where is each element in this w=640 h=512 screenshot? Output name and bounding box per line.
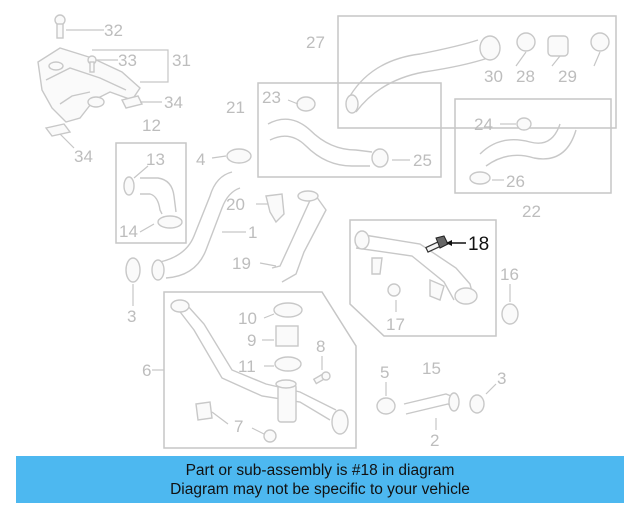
group-box-21 [257,82,442,178]
group-box-15 [349,219,497,337]
label-28: 28 [516,67,535,86]
bracket-assembly [37,14,144,137]
part-19-pipe [259,190,327,283]
part-4-clamp [226,148,252,164]
parts-diagram: 32 33 31 34 12 34 13 14 4 1 3 20 19 21 2… [37,14,617,450]
info-banner: Part or sub-assembly is #18 in diagram D… [16,456,624,503]
part-15-pipe [354,230,478,312]
label-18: 18 [468,234,489,255]
part-2-hose [403,393,457,415]
label-8: 8 [316,337,325,356]
label-20: 20 [226,195,245,214]
label-16: 16 [500,265,519,284]
label-27: 27 [306,33,325,52]
label-26: 26 [506,172,525,191]
label-3b: 3 [497,369,506,388]
label-23: 23 [262,88,281,107]
group-box-6 [163,291,357,449]
label-1: 1 [248,223,257,242]
part-3-ring-right [469,394,485,414]
label-3a: 3 [127,307,136,326]
label-5: 5 [380,363,389,382]
label-7: 7 [234,417,243,436]
label-29: 29 [558,67,577,86]
label-33: 33 [118,51,137,70]
part-20-bracket [265,193,285,224]
part-labels: 32 33 31 34 12 34 13 14 4 1 3 20 19 21 2… [74,21,577,450]
label-22: 22 [522,202,541,221]
group-box-27 [337,15,617,129]
label-25: 25 [413,151,432,170]
label-32: 32 [104,21,123,40]
label-13: 13 [146,150,165,169]
label-31: 31 [172,51,191,70]
part-13-14 [123,165,183,233]
part-8-bolt [312,356,331,385]
part-6-pipe [152,299,349,443]
label-30: 30 [484,67,503,86]
label-17: 17 [386,315,405,334]
label-19: 19 [232,254,251,273]
label-11: 11 [238,357,256,376]
part-18-bolt[interactable] [425,235,466,253]
part-3-oring-left [125,257,141,283]
callout-lines-tl [59,29,169,149]
label-24: 24 [474,115,493,134]
label-34a: 34 [164,93,183,112]
label-12: 12 [142,116,161,135]
banner-line-1: Part or sub-assembly is #18 in diagram [185,461,455,479]
label-21: 21 [226,98,245,117]
label-4: 4 [196,150,205,169]
banner-line-2: Diagram may not be specific to your vehi… [170,480,470,498]
part-1-hose [151,171,246,281]
group-box-22 [454,98,612,194]
part-27-30 [345,32,610,114]
label-9: 9 [247,331,256,350]
label-34b: 34 [74,147,93,166]
part-23-25 [267,96,410,168]
label-2: 2 [430,431,439,450]
label-15: 15 [422,359,441,378]
part-24-26 [469,117,577,185]
label-10: 10 [238,309,257,328]
part-16-oring [501,303,519,325]
label-14: 14 [119,222,138,241]
part-5-clamp [376,397,396,415]
group-box-12 [115,142,187,244]
label-6: 6 [142,361,151,380]
